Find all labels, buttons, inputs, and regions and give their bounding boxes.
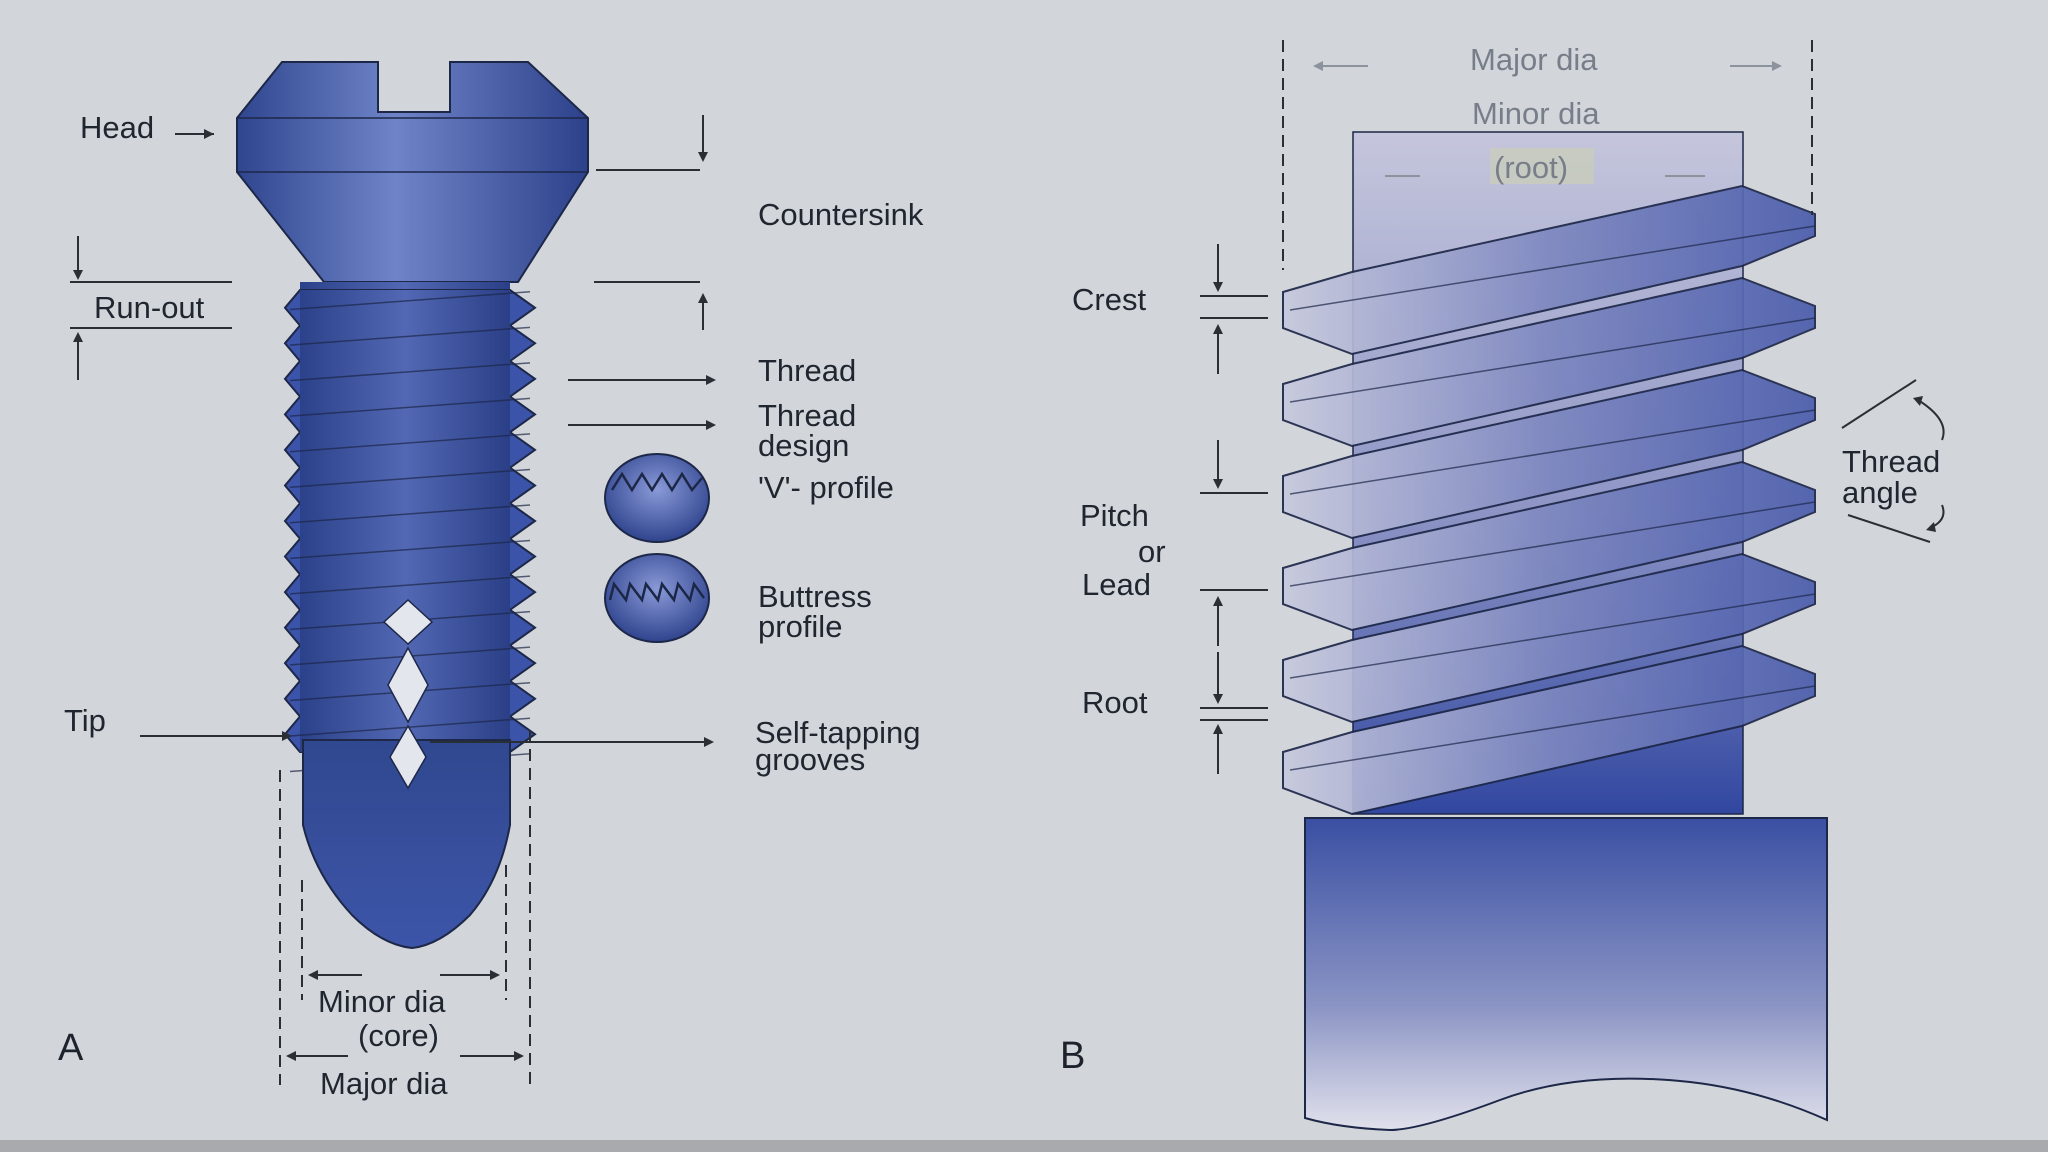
label-core: (core) bbox=[358, 1018, 439, 1053]
label-tip: Tip bbox=[64, 703, 106, 738]
label-minor-dia-b: Minor dia bbox=[1472, 96, 1600, 131]
label-or: or bbox=[1138, 534, 1166, 569]
label-v-profile: 'V'- profile bbox=[758, 470, 894, 505]
label-run-out: Run-out bbox=[94, 290, 205, 325]
label-thread: Thread bbox=[758, 353, 856, 388]
label-thread-design-2: design bbox=[758, 428, 849, 463]
thread-body-base bbox=[1305, 818, 1827, 1130]
label-lead: Lead bbox=[1082, 567, 1151, 602]
label-major-dia-b: Major dia bbox=[1470, 42, 1598, 77]
v-profile-circle bbox=[605, 454, 709, 542]
thread-detail-illustration bbox=[1283, 132, 1827, 1130]
label-countersink: Countersink bbox=[758, 197, 924, 232]
label-self-tapping-2: grooves bbox=[755, 742, 865, 777]
label-thread-angle-2: angle bbox=[1842, 475, 1918, 510]
panel-label-b: B bbox=[1060, 1035, 1085, 1077]
label-major-dia-a: Major dia bbox=[320, 1066, 448, 1101]
label-root-paren: (root) bbox=[1494, 150, 1568, 185]
buttress-profile-circle bbox=[605, 554, 709, 642]
page-edge-shadow bbox=[0, 1140, 2048, 1152]
label-root: Root bbox=[1082, 685, 1148, 720]
label-head: Head bbox=[80, 110, 154, 145]
label-buttress-2: profile bbox=[758, 609, 842, 644]
panel-label-a: A bbox=[58, 1027, 84, 1069]
label-crest: Crest bbox=[1072, 282, 1146, 317]
label-minor-dia-a: Minor dia bbox=[318, 984, 446, 1019]
label-thread-angle-1: Thread bbox=[1842, 444, 1940, 479]
label-pitch: Pitch bbox=[1080, 498, 1149, 533]
